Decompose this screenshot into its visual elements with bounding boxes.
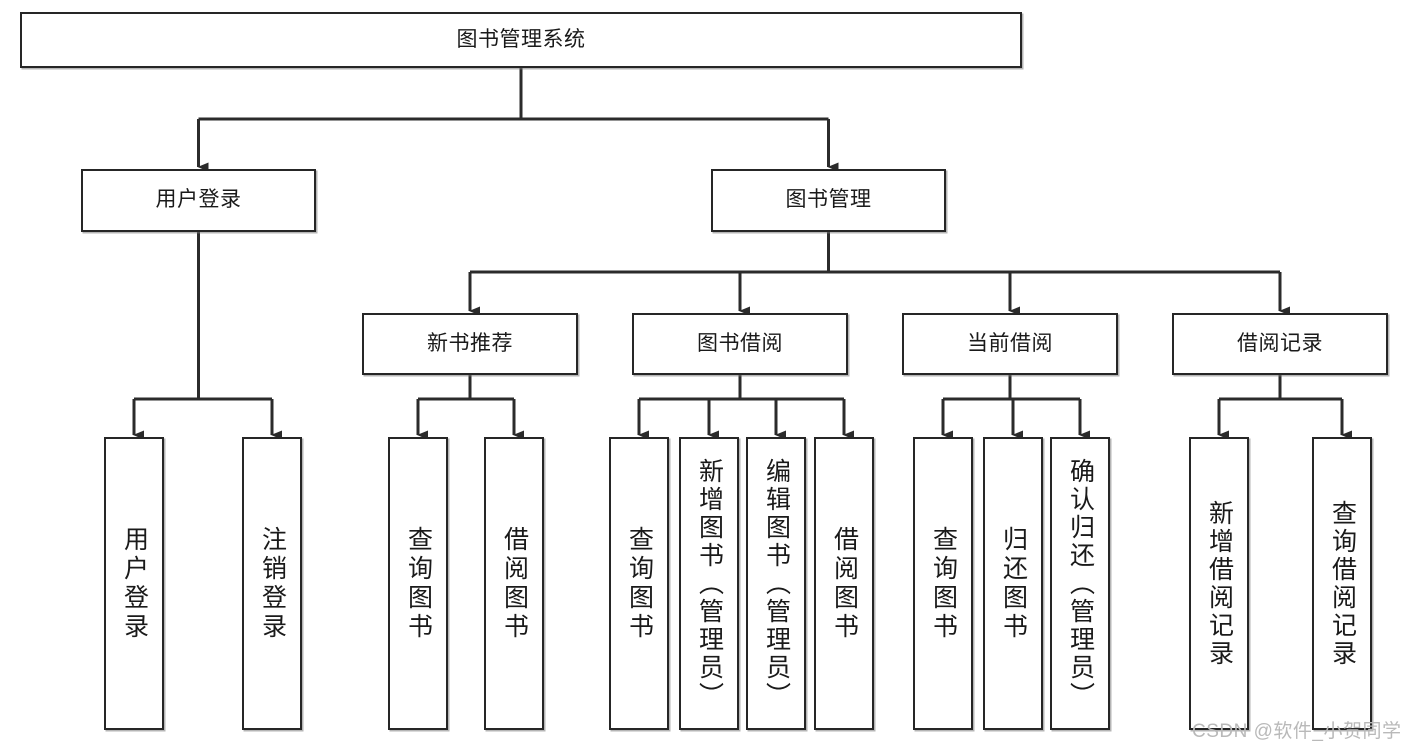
node-login[interactable]: 用户登录: [81, 169, 316, 232]
csdn-watermark: CSDN @软件_小贺同学: [1192, 721, 1402, 742]
node-label: 归还图书: [999, 525, 1028, 642]
node-leaf-rec-add[interactable]: 新增借阅记录: [1189, 437, 1249, 730]
node-label: 图书管理系统: [456, 27, 586, 51]
node-leaf-new-query[interactable]: 查询图书: [388, 437, 448, 730]
node-label: 新增借阅记录: [1205, 499, 1234, 668]
node-leaf-user-logout[interactable]: 注销登录: [242, 437, 302, 730]
node-label: 借阅图书: [500, 525, 529, 642]
node-label: 新增图书（管理员）: [695, 457, 724, 710]
node-leaf-user-login[interactable]: 用户登录: [104, 437, 164, 730]
node-label: 新书推荐: [427, 331, 513, 355]
node-current[interactable]: 当前借阅: [902, 313, 1118, 375]
edge-paths: [132, 68, 1352, 440]
node-label: 查询图书: [404, 525, 433, 642]
node-label: 确认归还（管理员）: [1066, 457, 1095, 710]
node-root[interactable]: 图书管理系统: [20, 12, 1022, 68]
node-bookmgmt[interactable]: 图书管理: [711, 169, 946, 232]
node-leaf-cur-query[interactable]: 查询图书: [913, 437, 973, 730]
node-leaf-br-edit[interactable]: 编辑图书（管理员）: [746, 437, 806, 730]
node-label: 用户登录: [155, 188, 242, 212]
node-label: 当前借阅: [967, 331, 1053, 355]
node-leaf-br-query[interactable]: 查询图书: [609, 437, 669, 730]
node-leaf-cur-confirm[interactable]: 确认归还（管理员）: [1050, 437, 1110, 730]
node-label: 用户登录: [120, 525, 149, 642]
node-label: 查询图书: [929, 525, 958, 642]
node-label: 借阅记录: [1237, 331, 1323, 355]
node-newbook[interactable]: 新书推荐: [362, 313, 578, 375]
node-label: 编辑图书（管理员）: [762, 457, 791, 710]
node-leaf-new-borrow[interactable]: 借阅图书: [484, 437, 544, 730]
node-leaf-rec-query[interactable]: 查询借阅记录: [1312, 437, 1372, 730]
node-leaf-br-add[interactable]: 新增图书（管理员）: [679, 437, 739, 730]
node-record[interactable]: 借阅记录: [1172, 313, 1388, 375]
node-label: 图书借阅: [697, 331, 783, 355]
node-leaf-cur-return[interactable]: 归还图书: [983, 437, 1043, 730]
node-label: 查询借阅记录: [1328, 499, 1357, 668]
node-borrow[interactable]: 图书借阅: [632, 313, 848, 375]
node-label: 借阅图书: [830, 525, 859, 642]
node-label: 注销登录: [258, 525, 287, 642]
node-leaf-br-borrow[interactable]: 借阅图书: [814, 437, 874, 730]
node-label: 查询图书: [625, 525, 654, 642]
node-label: 图书管理: [785, 188, 872, 212]
